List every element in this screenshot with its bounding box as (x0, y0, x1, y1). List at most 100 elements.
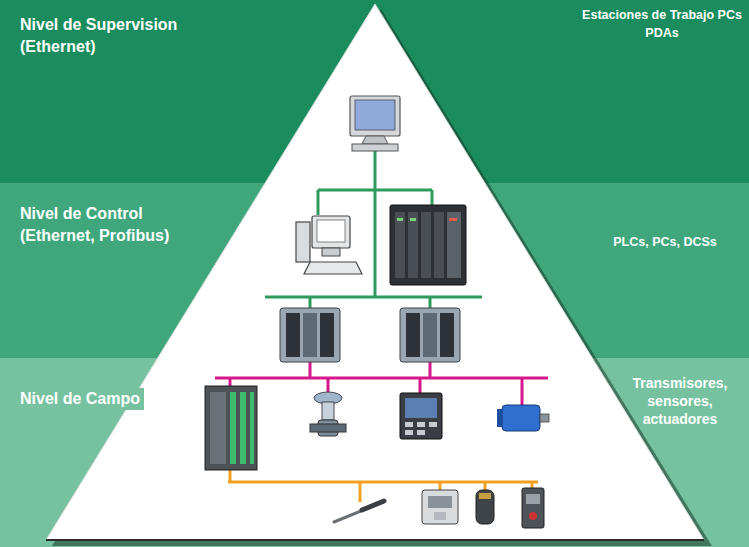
pressure-sensor (422, 490, 458, 524)
fieldbus-line (228, 481, 538, 484)
ethernet-line (429, 297, 432, 308)
probe-sensor (362, 501, 384, 510)
proximity-sensor (476, 490, 494, 524)
proximity-sensor (479, 493, 491, 499)
pc-computer (304, 262, 362, 274)
photo-sensor (522, 488, 544, 528)
s7-plc (205, 386, 257, 470)
text-holder: Nivel de Campo (16, 388, 216, 410)
ethernet-line (318, 189, 432, 192)
text-holder: PLCs, PCs, DCSs (585, 233, 745, 251)
operator-panel (405, 422, 413, 427)
ethernet-line (317, 190, 320, 215)
pc-computer (322, 248, 340, 256)
profibus-line (309, 362, 312, 378)
plc-module (280, 308, 460, 362)
level-band: Nivel de Supervision (Ethernet) Estacione… (0, 0, 749, 183)
plc-rack (395, 212, 405, 278)
fieldbus-line (439, 482, 442, 490)
plc-module (400, 308, 460, 362)
control-valve (322, 402, 334, 420)
motor (540, 414, 549, 422)
operator-panel (405, 430, 413, 435)
pc-computer (296, 222, 310, 262)
pc-computer (317, 220, 345, 242)
probe-sensor (334, 502, 383, 522)
plc-rack (397, 218, 403, 221)
ethernet-line (309, 297, 312, 308)
ethernet-line (374, 150, 377, 297)
operator-panel (405, 398, 437, 418)
text-holder: Transmisores, sensores, actuadores (622, 374, 738, 428)
operator-panel (417, 430, 425, 435)
control-valve (310, 424, 346, 432)
plc-rack (390, 205, 466, 285)
workstation-monitor (355, 100, 395, 130)
ethernet-line (265, 296, 482, 299)
plc-module (280, 308, 340, 362)
level-name: Nivel de Supervision (Ethernet) (20, 14, 220, 58)
text-holder: Nivel de Control (Ethernet, Profibus) (20, 203, 220, 247)
ethernet-line (431, 190, 434, 205)
pressure-sensor (422, 490, 458, 524)
fieldbus-line (359, 482, 362, 502)
s7-plc (210, 392, 226, 464)
device-list: Transmisores, sensores, actuadores (622, 374, 738, 428)
level-name: Nivel de Campo (16, 388, 144, 410)
s7-plc (205, 386, 257, 470)
plc-module (303, 313, 317, 357)
profibus-line (215, 377, 548, 380)
plc-rack (447, 212, 461, 278)
device-list: Estaciones de Trabajo PCs PDAs (579, 6, 745, 42)
profibus-line (215, 362, 548, 405)
plc-rack (449, 218, 457, 221)
plc-rack (390, 205, 466, 285)
operator-panel (400, 393, 442, 439)
device-list: PLCs, PCs, DCSs (585, 233, 745, 251)
profibus-line (429, 362, 432, 378)
plc-module (406, 313, 420, 357)
fieldbus-line (531, 482, 534, 488)
workstation-monitor (362, 136, 388, 144)
workstation-monitor (350, 96, 400, 136)
pyramid (46, 4, 712, 546)
level-name: Nivel de Control (Ethernet, Profibus) (20, 203, 220, 247)
photo-sensor (529, 512, 537, 520)
workstation-monitor (350, 96, 400, 151)
level-band: Nivel de Control (Ethernet, Profibus) PLC… (0, 183, 749, 358)
text-holder: Estaciones de Trabajo PCs PDAs (579, 6, 745, 42)
profibus-line (229, 378, 232, 386)
profibus-line (521, 378, 524, 405)
s7-plc (240, 392, 246, 464)
motor (497, 409, 503, 427)
fieldbus-line (229, 470, 232, 482)
ethernet-line (265, 150, 482, 308)
plc-rack (408, 212, 418, 278)
probe-sensor (334, 501, 384, 522)
pressure-sensor (434, 512, 446, 520)
plc-module (286, 313, 300, 357)
plc-rack (434, 212, 444, 278)
pressure-sensor (428, 496, 452, 508)
operator-panel (429, 422, 437, 427)
text-holder: Nivel de Supervision (Ethernet) (20, 14, 220, 58)
plc-module (423, 313, 437, 357)
pyramid (46, 539, 704, 541)
control-valve (310, 392, 346, 436)
proximity-sensor (476, 490, 494, 524)
motor (497, 405, 549, 431)
workstation-monitor (352, 144, 398, 151)
s7-plc (250, 392, 254, 464)
pc-computer (312, 216, 350, 248)
plc-module (320, 313, 334, 357)
fieldbus-line (484, 482, 487, 490)
motor (502, 405, 540, 431)
photo-sensor (526, 494, 540, 504)
profibus-line (327, 378, 330, 392)
photo-sensor (522, 488, 544, 528)
plc-rack (410, 218, 416, 221)
